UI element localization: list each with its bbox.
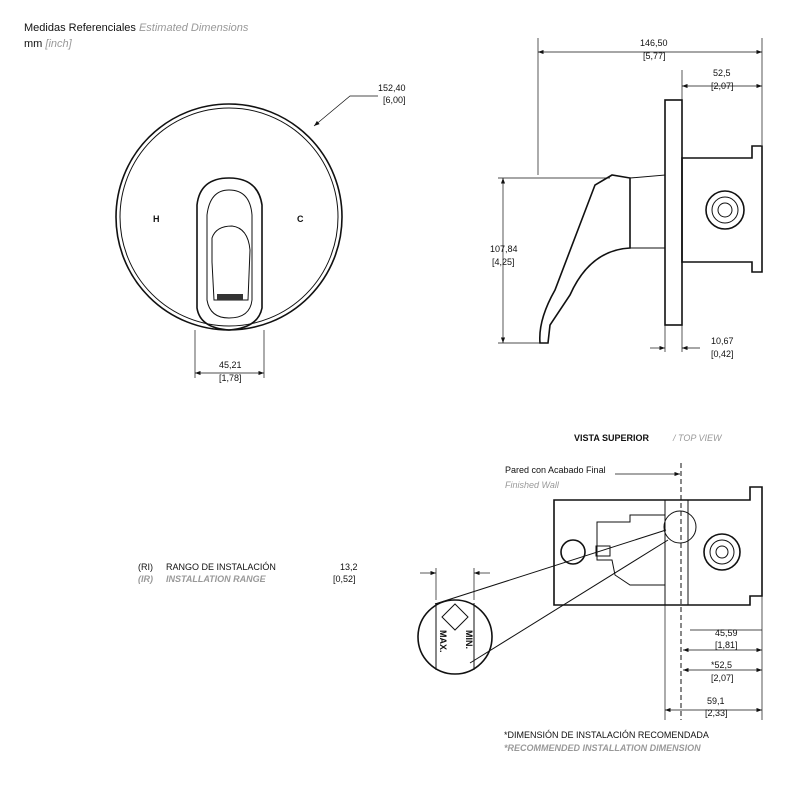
max-label: MAX. (438, 630, 448, 653)
title-es: Medidas Referenciales (24, 22, 136, 34)
wall-label-en: Finished Wall (505, 480, 560, 490)
top-view: VISTA SUPERIOR / TOP VIEW Pared con Acab… (333, 433, 763, 720)
depth-in: [5,77] (643, 51, 666, 61)
side-view: 146,50 [5,77] 52,5 [2,07] 107,84 [4,25] … (490, 38, 763, 359)
range-text-en: INSTALLATION RANGE (166, 574, 267, 584)
plate-mm: 10,67 (711, 336, 734, 346)
wall-label: Pared con Acabado Final (505, 465, 606, 475)
dim3-in: [2,33] (705, 708, 728, 718)
dim2-in: [2,07] (711, 673, 734, 683)
unit-en: [inch] (45, 38, 72, 50)
top-view-title: VISTA SUPERIOR (574, 433, 650, 443)
diameter-mm: 152,40 (378, 83, 406, 93)
plate-in: [0,42] (711, 349, 734, 359)
handle-side (538, 174, 631, 344)
valve-body (681, 145, 763, 273)
range-mm: 13,2 (340, 562, 358, 572)
range-in: [0,52] (333, 574, 356, 584)
header-title: Medidas Referenciales Estimated Dimensio… (24, 22, 248, 34)
wall-plate (664, 99, 683, 326)
front-view: H C 152,40 [6,00] 45,21 [1,78] (115, 83, 406, 383)
header-unit: mm [inch] (24, 38, 72, 50)
handle-outline (196, 177, 263, 331)
range-text: RANGO DE INSTALACIÓN (166, 562, 276, 572)
body-in: [2,07] (711, 81, 734, 91)
depth-mm: 146,50 (640, 38, 668, 48)
body-mm: 52,5 (713, 68, 731, 78)
range-indicator-detail (417, 599, 493, 675)
min-label: MIN. (464, 630, 474, 649)
range-indicator-small (663, 510, 697, 544)
dim1-in: [1,81] (715, 640, 738, 650)
hot-label: H (153, 214, 160, 224)
title-en: Estimated Dimensions (138, 22, 249, 34)
height-mm: 107,84 (490, 244, 518, 254)
height-in: [4,25] (492, 257, 515, 267)
unit-es: mm (24, 38, 43, 50)
range-abbr-en: (IR) (138, 574, 153, 584)
footnote: *DIMENSIÓN DE INSTALACIÓN RECOMENDADA *R… (504, 730, 709, 753)
dim2-mm: *52,5 (711, 660, 732, 670)
footnote-text: *DIMENSIÓN DE INSTALACIÓN RECOMENDADA (504, 730, 709, 740)
dim3-mm: 59,1 (707, 696, 725, 706)
handle-width-mm: 45,21 (219, 360, 242, 370)
brand-logo (217, 294, 243, 300)
range-abbr: (RI) (138, 562, 153, 572)
footnote-text-en: *RECOMMENDED INSTALLATION DIMENSION (504, 743, 701, 753)
range-legend: (RI) RANGO DE INSTALACIÓN (IR) INSTALLAT… (138, 562, 276, 584)
handle-width-in: [1,78] (219, 373, 242, 383)
top-view-title-en: / TOP VIEW (672, 433, 723, 443)
dim1-mm: 45,59 (715, 628, 738, 638)
cold-label: C (297, 214, 304, 224)
diameter-in: [6,00] (383, 95, 406, 105)
